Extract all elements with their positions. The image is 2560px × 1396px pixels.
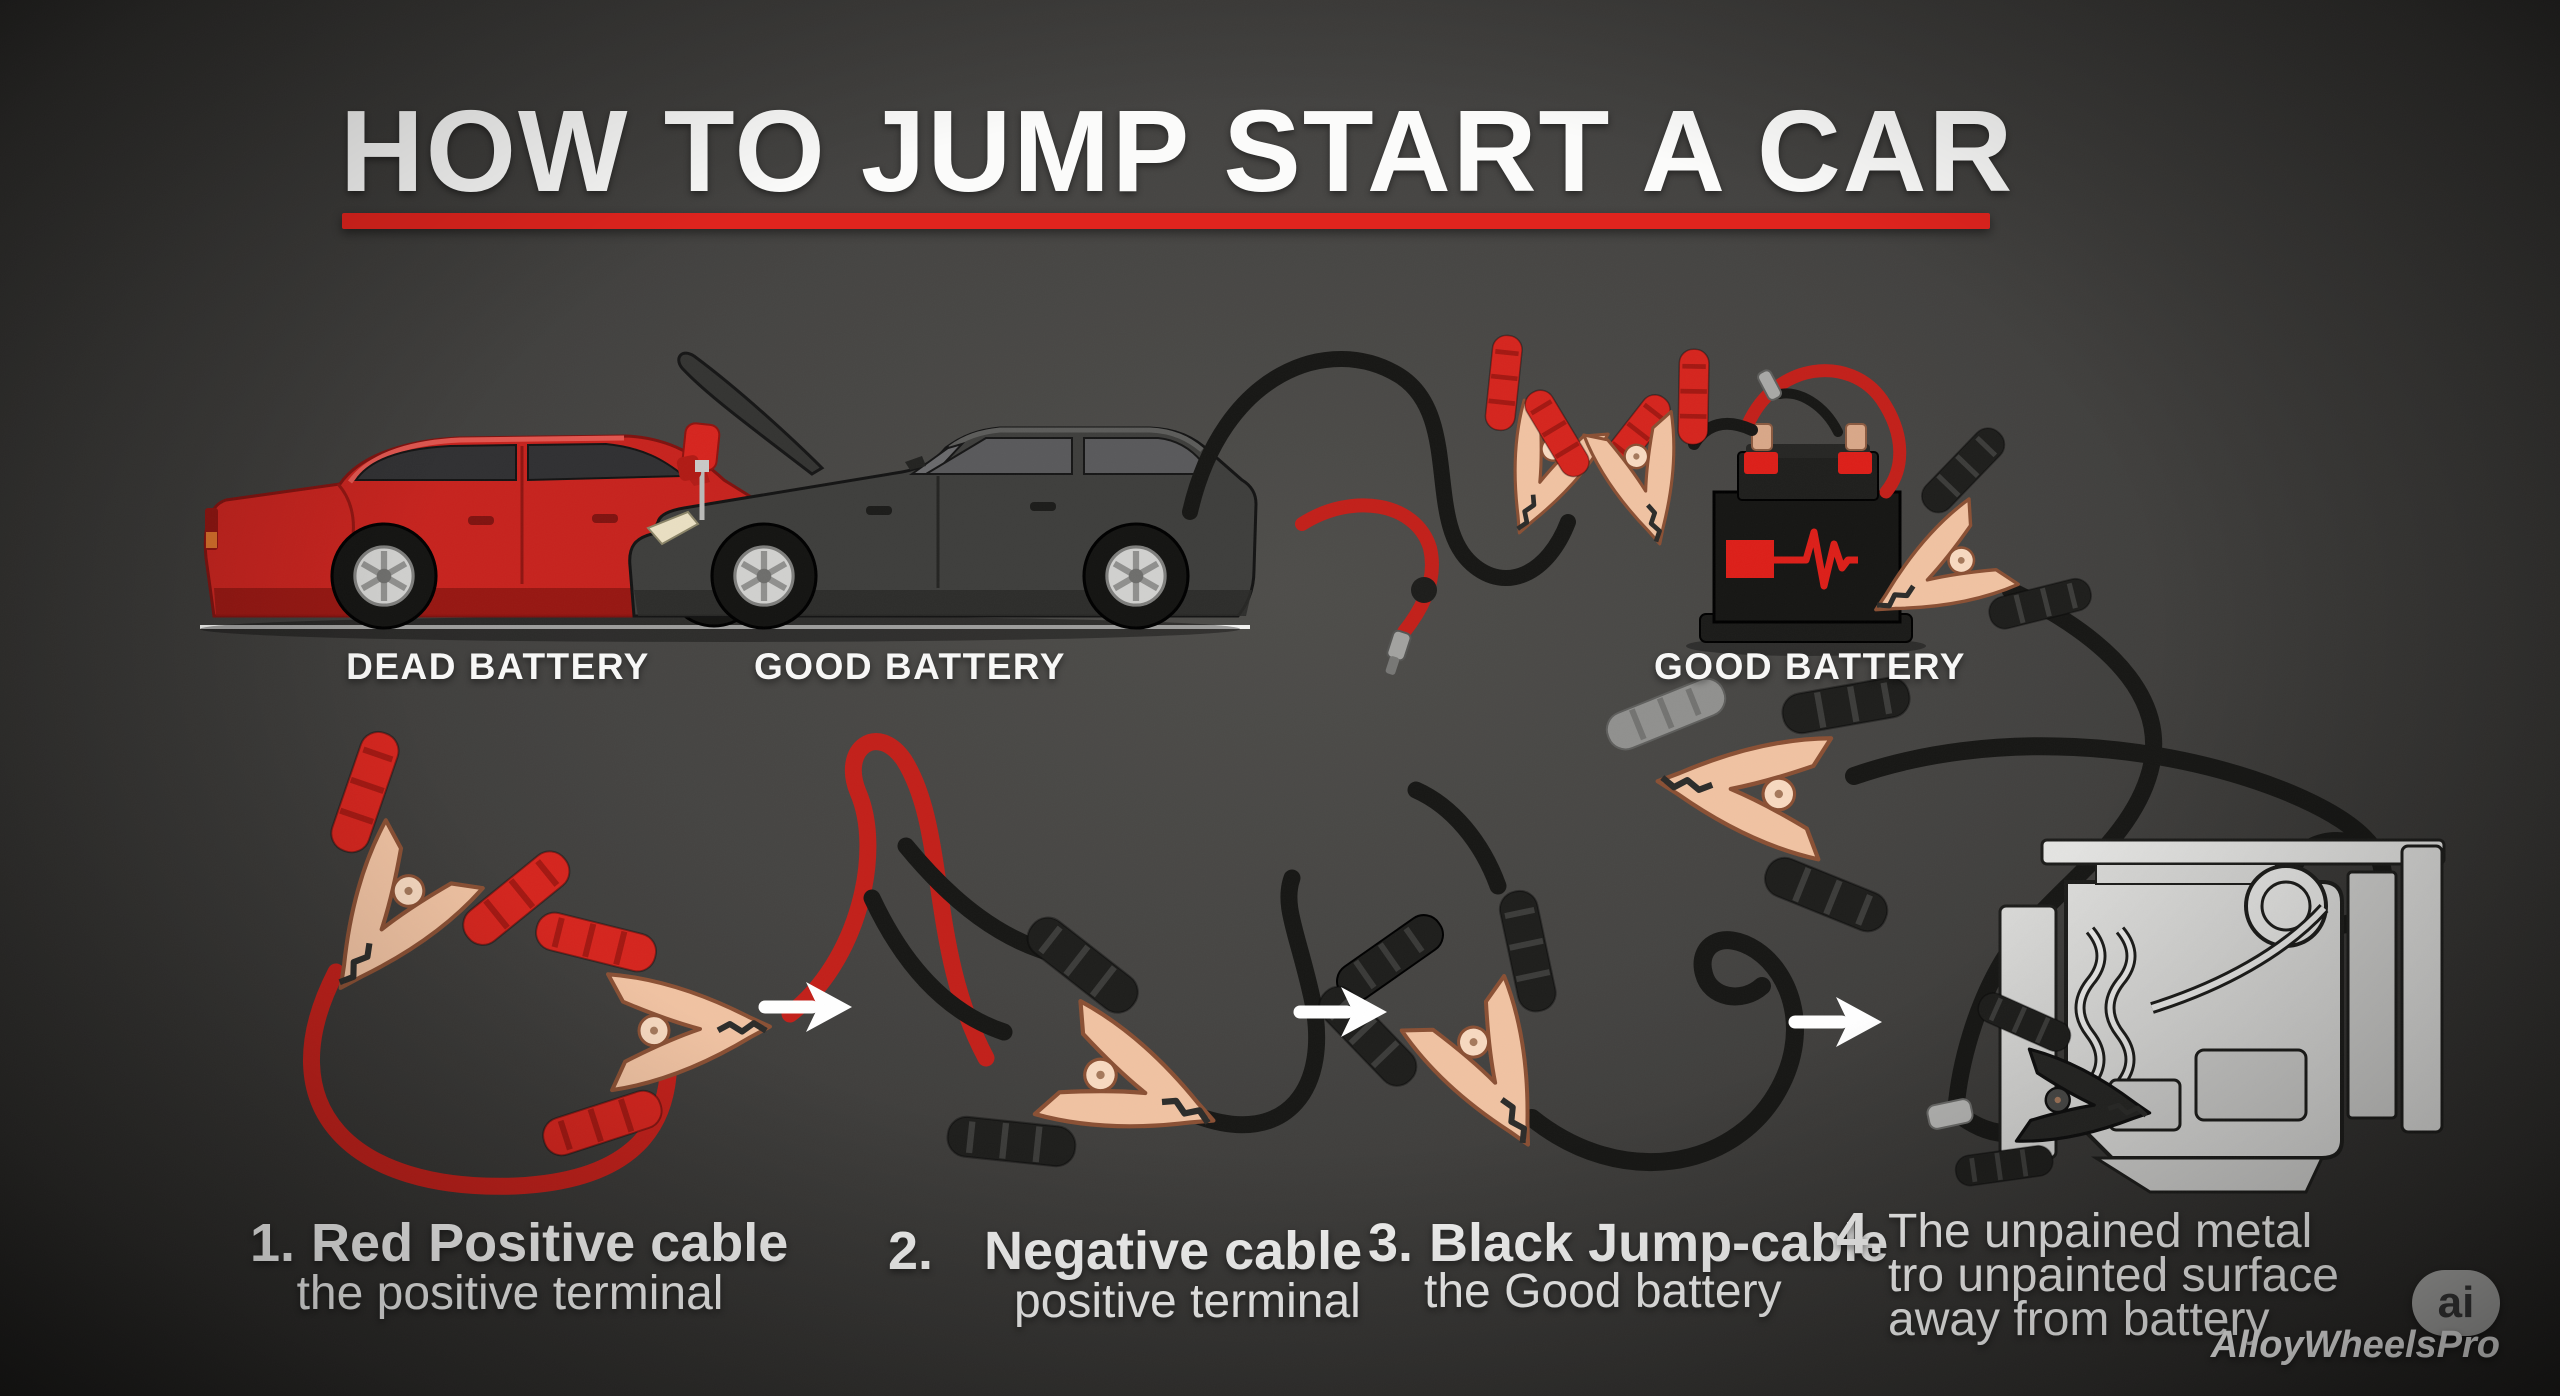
good-battery-label-2: GOOD BATTERY bbox=[1654, 646, 1966, 687]
step2-subtitle: positive terminal bbox=[1014, 1275, 1361, 1328]
step2-number: 2. bbox=[888, 1221, 934, 1281]
dead-battery-label: DEAD BATTERY bbox=[346, 646, 650, 687]
step3-number: 3. bbox=[1368, 1213, 1414, 1273]
page-title: HOW TO JUMP START A CAR bbox=[340, 86, 2015, 216]
title-underline bbox=[342, 213, 1990, 229]
step2-title: Negative cable bbox=[984, 1221, 1363, 1281]
step3-subtitle: the Good battery bbox=[1424, 1265, 1782, 1318]
step1-number: 1. bbox=[250, 1213, 296, 1273]
step1-subtitle: the positive terminal bbox=[296, 1267, 724, 1320]
brand-watermark: AlloyWheelsPro bbox=[2210, 1324, 2500, 1366]
step4-number: 4. bbox=[1836, 1201, 1885, 1266]
step1-title: 1.Red Positive cable bbox=[250, 1213, 789, 1273]
good-battery-label: GOOD BATTERY bbox=[754, 646, 1066, 687]
